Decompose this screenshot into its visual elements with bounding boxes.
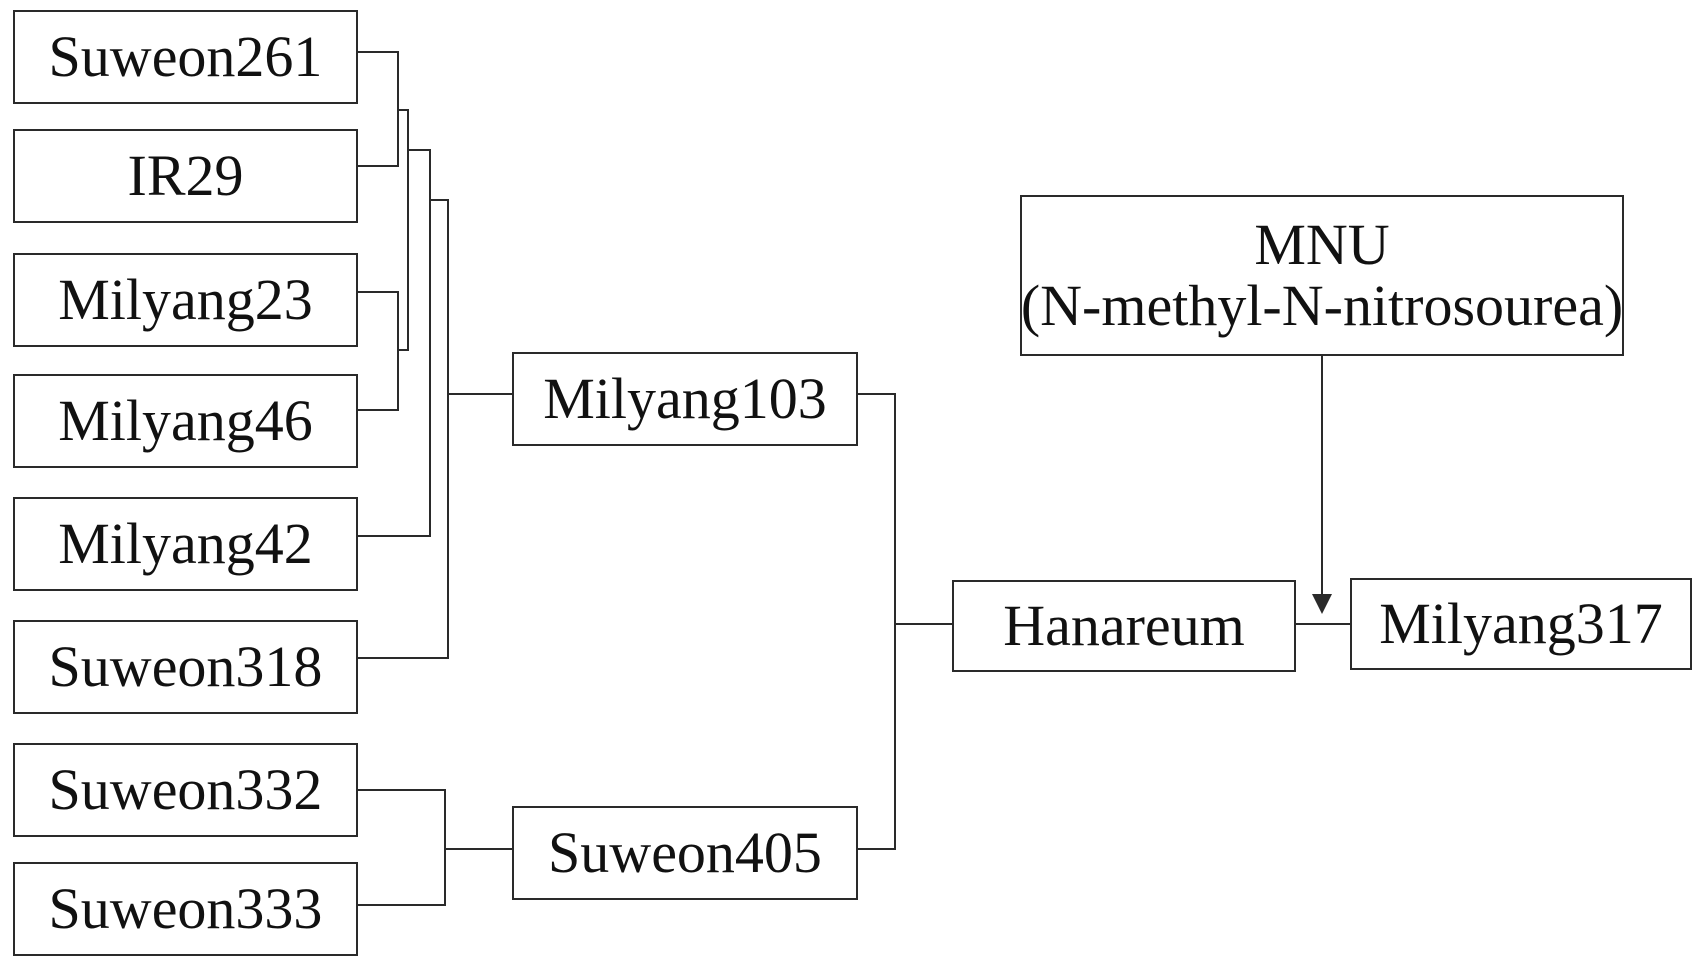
node-milyang103: Milyang103 (512, 352, 858, 446)
node-label: Suweon332 (48, 756, 323, 822)
cross-milyang103-suweon405 (858, 393, 896, 850)
node-suweon332: Suweon332 (13, 743, 358, 837)
node-label: Milyang46 (58, 387, 313, 453)
node-hanareum: Hanareum (952, 580, 1296, 672)
node-suweon318: Suweon318 (13, 620, 358, 714)
node-suweon261: Suweon261 (13, 10, 358, 104)
cross-milyang23-milyang46 (358, 291, 399, 411)
node-label: Hanareum (1003, 592, 1245, 658)
cross-suweon261-ir29 (358, 51, 399, 167)
node-milyang23: Milyang23 (13, 253, 358, 347)
cross-suweon332-suweon333 (358, 789, 446, 906)
node-suweon405: Suweon405 (512, 806, 858, 900)
node-milyang317: Milyang317 (1350, 578, 1692, 670)
node-label: Milyang23 (58, 266, 313, 332)
node-label: Suweon405 (548, 819, 822, 885)
node-label: Milyang317 (1379, 590, 1663, 656)
node-label: IR29 (127, 142, 244, 208)
node-label: Suweon318 (48, 633, 323, 699)
cross-suweon318 (358, 199, 449, 659)
node-label: Milyang103 (543, 365, 827, 431)
node-ir29: IR29 (13, 129, 358, 223)
node-suweon333: Suweon333 (13, 862, 358, 956)
node-milyang42: Milyang42 (13, 497, 358, 591)
node-label: Suweon261 (48, 23, 323, 89)
cross-milyang42 (358, 149, 431, 537)
node-mnu-mutagen: MNU (N-methyl-N-nitrosourea) (1020, 195, 1624, 356)
node-label: Milyang42 (58, 510, 313, 576)
mnu-arrowhead-icon (1312, 594, 1332, 614)
node-label: Suweon333 (48, 875, 323, 941)
cross-level-2 (398, 109, 409, 351)
mnu-label: MNU (1254, 211, 1390, 277)
mnu-full-name: (N-methyl-N-nitrosourea) (1020, 272, 1624, 338)
node-milyang46: Milyang46 (13, 374, 358, 468)
